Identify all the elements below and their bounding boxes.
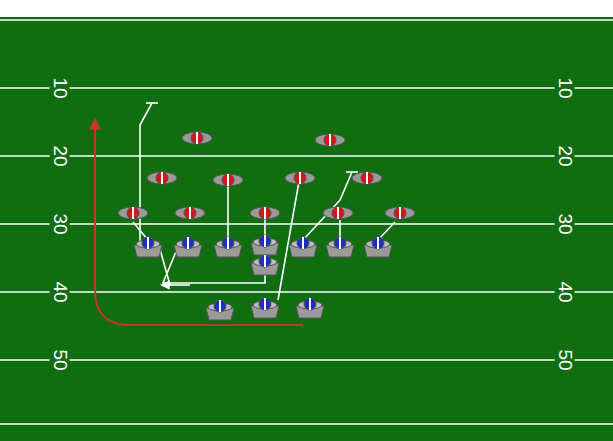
- route-line: [227, 178, 229, 240]
- offensive-player: [206, 300, 234, 320]
- yard-number: 50: [555, 347, 575, 372]
- offensive-player: [296, 298, 324, 318]
- offensive-player: [214, 237, 242, 257]
- offensive-player: [251, 298, 279, 318]
- defender: [250, 207, 280, 219]
- yard-line: [0, 87, 613, 89]
- offensive-player: [364, 237, 392, 257]
- block-mark: [146, 102, 158, 104]
- yard-line: [0, 155, 613, 157]
- defender: [315, 134, 345, 146]
- yard-number: 30: [50, 211, 70, 236]
- yard-number: 10: [50, 75, 70, 100]
- route-line: [278, 176, 300, 300]
- yard-number: 50: [50, 347, 70, 372]
- yard-number: 20: [555, 143, 575, 168]
- motion-route: [95, 120, 303, 325]
- offensive-player: [174, 237, 202, 257]
- yard-number: 30: [555, 211, 575, 236]
- yard-number: 40: [555, 279, 575, 304]
- yard-number: 10: [555, 75, 575, 100]
- yard-number: 20: [50, 143, 70, 168]
- defender: [182, 132, 212, 144]
- defender: [352, 172, 382, 184]
- offensive-player: [134, 237, 162, 257]
- offensive-player: [251, 255, 279, 275]
- yard-line: [0, 19, 613, 21]
- route-line: [163, 242, 265, 283]
- defender: [213, 174, 243, 186]
- yard-number: 40: [50, 279, 70, 304]
- defender: [147, 172, 177, 184]
- route-line: [140, 103, 152, 243]
- defender: [385, 207, 415, 219]
- route-arrow: [162, 284, 190, 286]
- defender: [285, 172, 315, 184]
- defender: [118, 207, 148, 219]
- defender: [323, 207, 353, 219]
- turf: [0, 17, 613, 441]
- yard-line: [0, 359, 613, 361]
- block-mark: [346, 171, 358, 173]
- yard-line: [0, 223, 613, 225]
- offensive-player: [326, 237, 354, 257]
- offensive-player: [289, 237, 317, 257]
- offensive-player: [251, 235, 279, 255]
- yard-line: [0, 423, 613, 425]
- defender: [175, 207, 205, 219]
- yard-line: [0, 291, 613, 293]
